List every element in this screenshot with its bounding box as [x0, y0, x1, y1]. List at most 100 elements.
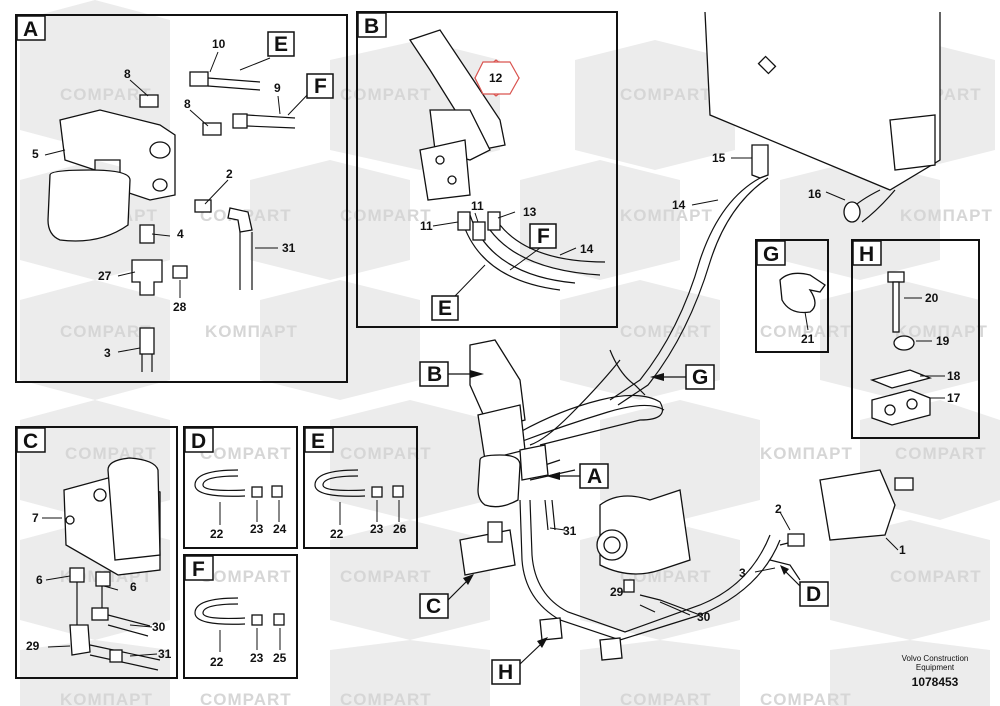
callout-26: 26: [393, 522, 407, 536]
main-pedal-valve: [477, 404, 526, 461]
panel-a-letter-box: [16, 15, 46, 41]
hose-30: [639, 594, 701, 616]
callout-22: 22: [330, 527, 344, 541]
panel-a-letter: A: [23, 18, 38, 41]
panel-g-letter: G: [763, 243, 779, 266]
hose-22: [322, 475, 366, 492]
seal-23: [251, 486, 263, 498]
panel-c-border: [15, 426, 178, 679]
pedal: [408, 29, 506, 151]
watermark-hexagon: [830, 640, 990, 706]
seal-26: [392, 485, 404, 498]
callout-10: 10: [212, 37, 226, 51]
seal-25: [273, 613, 285, 626]
panel-d: D 22 23 24: [183, 426, 298, 549]
fitting-8: [202, 122, 222, 136]
watermark-text: COMPART: [620, 690, 712, 706]
hose-31: [529, 499, 771, 633]
hose-line: [76, 582, 103, 625]
pointer-c-letter: C: [426, 595, 441, 618]
pointer-c-line: [447, 581, 467, 601]
hose-22: [202, 603, 246, 620]
hose-line: [207, 77, 261, 83]
seal-23: [251, 614, 263, 626]
callout-4: 4: [177, 227, 184, 241]
callout-6: 6: [36, 573, 43, 587]
panel-b-letter: B: [364, 15, 379, 38]
elbow-30: [91, 607, 109, 621]
hose-22: [202, 475, 246, 492]
pointer-h-arrow: [537, 637, 548, 648]
callout-28: 28: [173, 300, 187, 314]
callout-12: 12: [489, 71, 503, 85]
pointer-h: [491, 659, 521, 685]
hose-loop: [519, 394, 664, 446]
watermark-text: COMPART: [890, 567, 982, 586]
plate-18: [869, 369, 933, 389]
main-accumulator: [477, 454, 521, 508]
callout-15: 15: [712, 151, 726, 165]
callout-23: 23: [250, 651, 264, 665]
footer: Volvo Construction Equipment 1078453: [902, 654, 969, 689]
clamp-hole: [884, 404, 896, 416]
valve-block: [59, 109, 176, 201]
callout-17: 17: [947, 391, 961, 405]
leader-lines: [804, 311, 809, 331]
watermark-hexagon: [250, 160, 410, 280]
callout-29: 29: [610, 585, 624, 599]
panel-e-border: [303, 426, 418, 549]
port-circle: [65, 515, 75, 525]
leader-lines: [549, 511, 899, 616]
watermark-text: COMPART: [340, 85, 432, 104]
watermark-hexagon: [560, 280, 720, 400]
clamp: [539, 617, 563, 641]
watermark-hexagon: [260, 280, 420, 400]
leader-lines: [904, 297, 945, 399]
hose-tag-e-letter: E: [438, 297, 452, 320]
callout-20: 20: [925, 291, 939, 305]
watermark-hexagon: [575, 40, 735, 170]
pointer-d: [799, 581, 829, 607]
hose-14: [617, 177, 769, 406]
watermark-text: COMPART: [340, 690, 432, 706]
watermark-hexagon: [600, 400, 760, 520]
hose-line: [246, 114, 296, 119]
footer-subtitle: Equipment: [916, 663, 955, 672]
clamp: [599, 637, 623, 661]
panel-b: B 12 11 11 13 14 F E: [356, 11, 618, 328]
leader-lines: [44, 51, 313, 353]
watermark-text: COMPART: [340, 567, 432, 586]
main-hoses: 14 31 29 30 2 1 3: [519, 177, 906, 661]
fitting-29: [623, 579, 635, 593]
watermark-text: COMPART: [60, 322, 152, 341]
tank-outlet: [843, 201, 861, 223]
callout-30: 30: [152, 620, 166, 634]
panel-f: F 22 23 25: [183, 554, 298, 679]
panel-g: G 21: [755, 239, 829, 353]
hose-tag-f-letter: F: [314, 75, 327, 98]
callout-22: 22: [210, 655, 224, 669]
watermark-hexagon: [20, 640, 170, 706]
hose-22: [194, 469, 246, 497]
main-pointers: B G A C H D: [419, 361, 829, 685]
callout-2: 2: [226, 167, 233, 181]
panel-b-letter-box: [357, 12, 387, 38]
brake-valve-port: [603, 536, 621, 554]
hose-line: [461, 214, 606, 291]
main-assembly: [459, 339, 914, 593]
tank-bracket: [889, 114, 936, 171]
pointer-h-line: [519, 644, 541, 665]
panel-f-letter-box: [184, 555, 214, 581]
leader-lines: [432, 211, 577, 256]
hose-tag-e: [431, 295, 459, 321]
callout-3: 3: [739, 566, 746, 580]
callout-19: 19: [936, 334, 950, 348]
hose-tag-f-letter: F: [537, 225, 550, 248]
callout-18: 18: [947, 369, 961, 383]
watermark-hexagon: [520, 160, 680, 280]
port-circle: [93, 488, 107, 502]
callout-23: 23: [370, 522, 384, 536]
watermark-text: KOMПAPT: [900, 206, 993, 225]
panel-c-letter-box: [16, 427, 46, 453]
watermark-hexagon: [20, 280, 170, 400]
